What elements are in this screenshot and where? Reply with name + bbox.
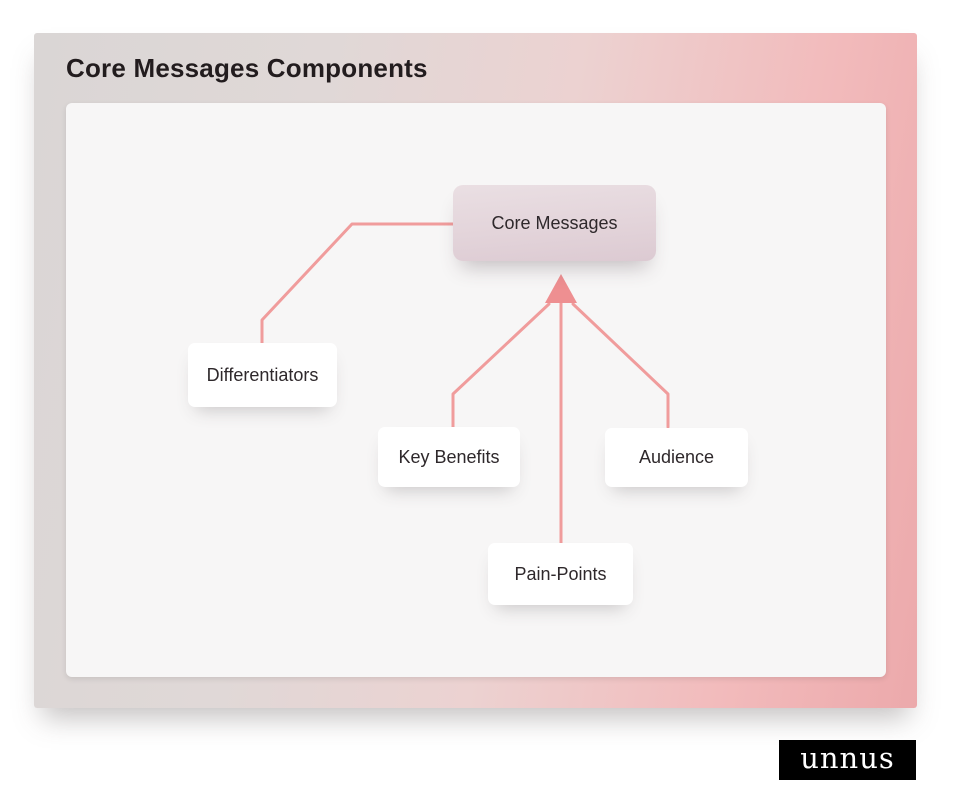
node-pain-points: Pain-Points	[488, 543, 633, 605]
node-differentiators-label: Differentiators	[206, 364, 319, 385]
arrowhead-up-icon	[545, 274, 577, 303]
connector-audience	[571, 302, 670, 429]
node-key-benefits-label: Key Benefits	[398, 446, 500, 467]
node-core-messages-label: Core Messages	[491, 212, 618, 233]
connector-key-benefits	[451, 302, 551, 429]
node-differentiators: Differentiators	[188, 343, 337, 407]
page-title: Core Messages Components	[66, 53, 428, 83]
connector-lines	[260, 222, 670, 545]
brand-logo: unnus	[779, 740, 916, 780]
gradient-card: Core Messages Components Core Messages D…	[34, 33, 917, 708]
connector-differentiators	[260, 222, 455, 345]
node-audience-label: Audience	[638, 447, 715, 467]
diagram-panel: Core Messages Differentiators Key Benefi…	[66, 103, 886, 677]
node-key-benefits: Key Benefits	[378, 427, 520, 487]
node-pain-points-label: Pain-Points	[514, 563, 607, 584]
node-core-messages: Core Messages	[453, 185, 656, 261]
node-audience: Audience	[605, 428, 748, 487]
brand-logo-text: unnus	[800, 741, 895, 775]
